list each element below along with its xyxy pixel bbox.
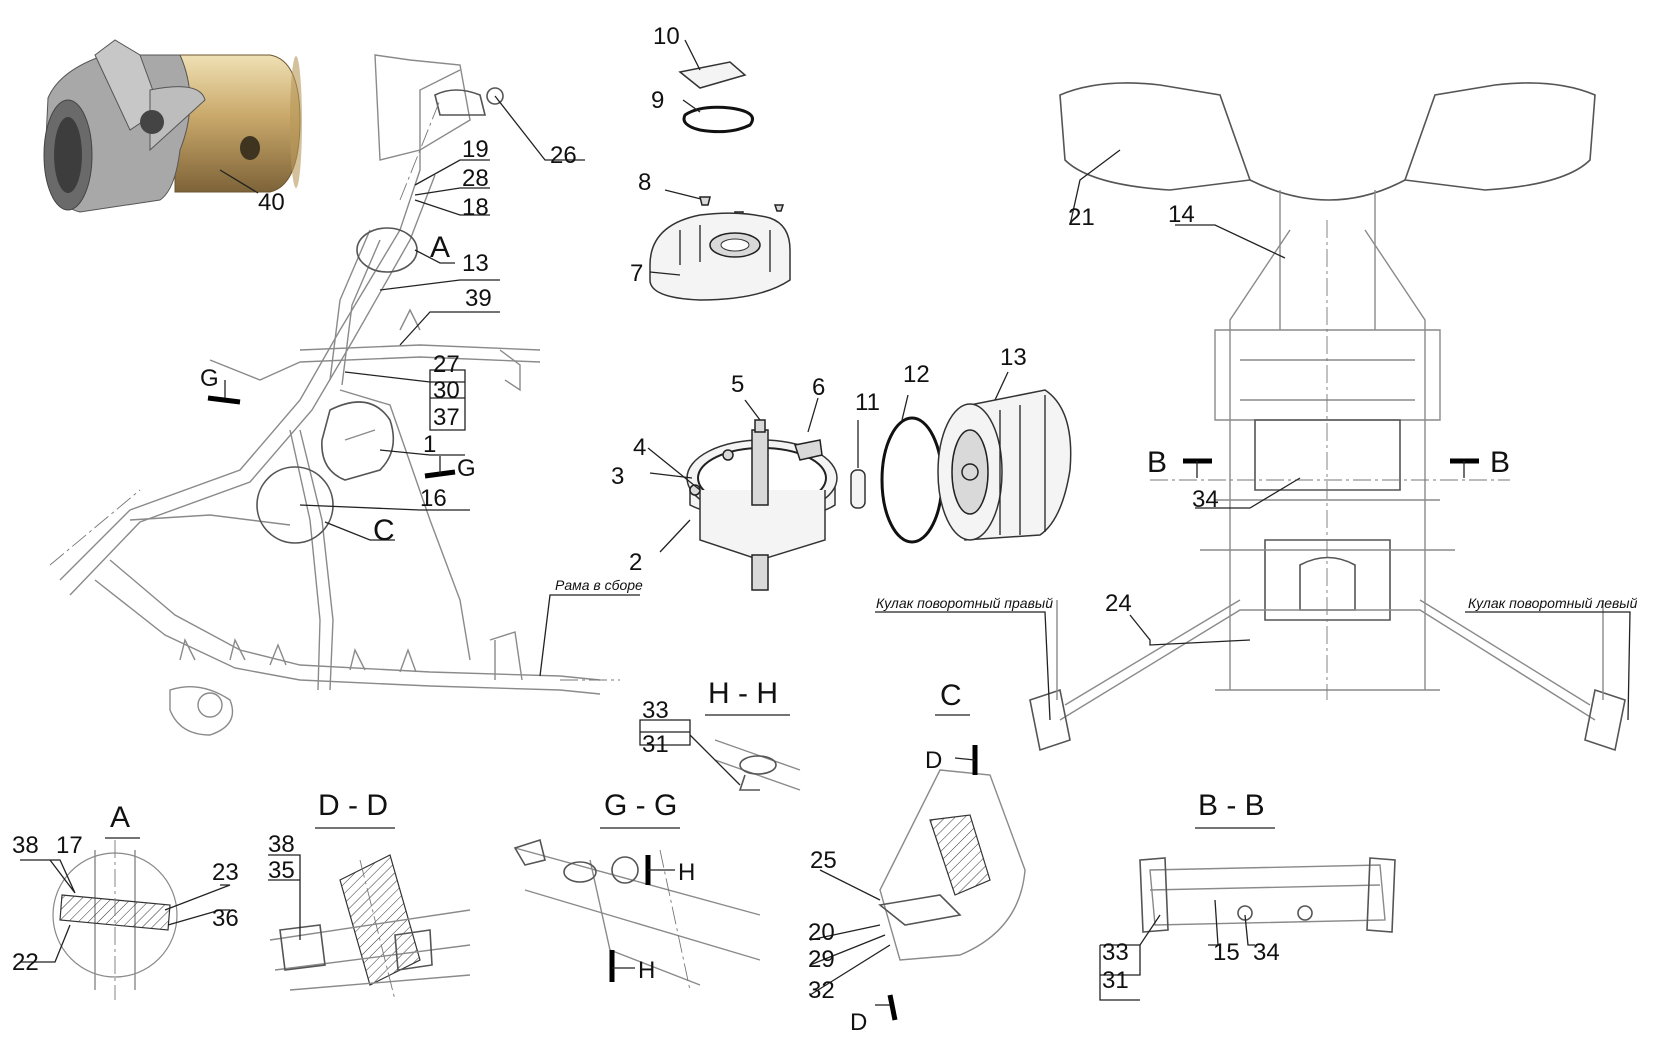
frame-side-view (49, 54, 620, 736)
label-33-bb: 33 (1102, 939, 1129, 966)
label-40: 40 (258, 189, 285, 216)
marker-d-lower: D (850, 1009, 867, 1033)
marker-d-upper: D (925, 747, 942, 774)
caption-knuckle-right: Кулак поворотный правый (876, 595, 1053, 611)
label-23: 23 (212, 859, 239, 886)
section-h-h: H - H (639, 677, 801, 791)
title-d-d: D - D (318, 789, 388, 822)
label-24: 24 (1105, 590, 1132, 617)
label-20: 20 (808, 919, 835, 946)
label-7: 7 (630, 260, 643, 287)
label-39: 39 (465, 285, 492, 312)
label-34-front: 34 (1192, 486, 1219, 513)
marker-h-upper: H (678, 859, 695, 886)
label-22: 22 (12, 949, 39, 976)
section-d-d: D - D (268, 789, 471, 1001)
callout-c: C (373, 514, 395, 547)
title-h-h: H - H (708, 677, 778, 710)
label-1: 1 (423, 431, 436, 458)
label-38-a: 38 (12, 832, 39, 859)
marker-b-left: B (1147, 446, 1167, 479)
label-9: 9 (651, 87, 664, 114)
label-37: 37 (433, 404, 460, 431)
label-5: 5 (731, 371, 744, 398)
label-25: 25 (810, 847, 837, 874)
label-36: 36 (212, 905, 239, 932)
label-27: 27 (433, 351, 460, 378)
section-b-b: B - B (1099, 789, 1396, 1001)
label-11: 11 (855, 389, 880, 416)
leader-40 (219, 169, 259, 194)
caption-frame-assembly: Рама в сборе (555, 577, 643, 593)
label-8: 8 (638, 169, 651, 196)
coupling-photo (43, 39, 302, 213)
label-14: 14 (1168, 201, 1195, 228)
frame-front-view (1029, 82, 1626, 752)
label-31-bb: 31 (1102, 967, 1129, 994)
label-26: 26 (550, 142, 577, 169)
callout-a: A (430, 231, 450, 264)
label-6: 6 (812, 374, 825, 401)
marker-g2: G (457, 455, 476, 482)
section-c: C D D (809, 679, 1026, 1036)
marker-b-right: B (1490, 446, 1510, 479)
section-marker-g: G G (200, 365, 476, 482)
cover-gasket-group (649, 39, 791, 301)
label-33-hh: 33 (642, 697, 669, 724)
label-19: 19 (462, 136, 489, 163)
label-15: 15 (1213, 939, 1240, 966)
frame-leader-lines (299, 95, 640, 677)
label-32: 32 (808, 977, 835, 1004)
section-g-g: G - G H H (513, 789, 761, 991)
label-28: 28 (462, 165, 489, 192)
title-c: C (940, 679, 962, 712)
electric-motor-13 (937, 371, 1072, 541)
label-4: 4 (633, 434, 646, 461)
label-30: 30 (433, 377, 460, 404)
title-b-b: B - B (1198, 789, 1265, 822)
title-a: A (110, 801, 130, 834)
marker-h-lower: H (638, 957, 655, 984)
label-17: 17 (56, 832, 83, 859)
section-marker-b: B B (1147, 446, 1510, 479)
label-3: 3 (611, 463, 624, 490)
label-31-hh: 31 (642, 731, 669, 758)
label-29: 29 (808, 946, 835, 973)
gearbox-housing (647, 419, 838, 591)
label-13-motor: 13 (1000, 344, 1027, 371)
label-34-bb: 34 (1253, 939, 1280, 966)
marker-g1: G (200, 365, 219, 392)
key-part-11 (850, 420, 866, 509)
label-18: 18 (462, 194, 489, 221)
label-35: 35 (268, 857, 295, 884)
caption-knuckle-left: Кулак поворотный левый (1468, 595, 1638, 611)
title-g-g: G - G (604, 789, 677, 822)
section-a: A (20, 801, 231, 1000)
label-12: 12 (903, 361, 930, 388)
label-13-frame: 13 (462, 250, 489, 277)
label-10: 10 (653, 23, 680, 50)
label-16: 16 (420, 485, 447, 512)
label-38-dd: 38 (268, 831, 295, 858)
label-21: 21 (1068, 204, 1095, 231)
label-2: 2 (629, 549, 642, 576)
o-ring-12 (880, 394, 944, 544)
